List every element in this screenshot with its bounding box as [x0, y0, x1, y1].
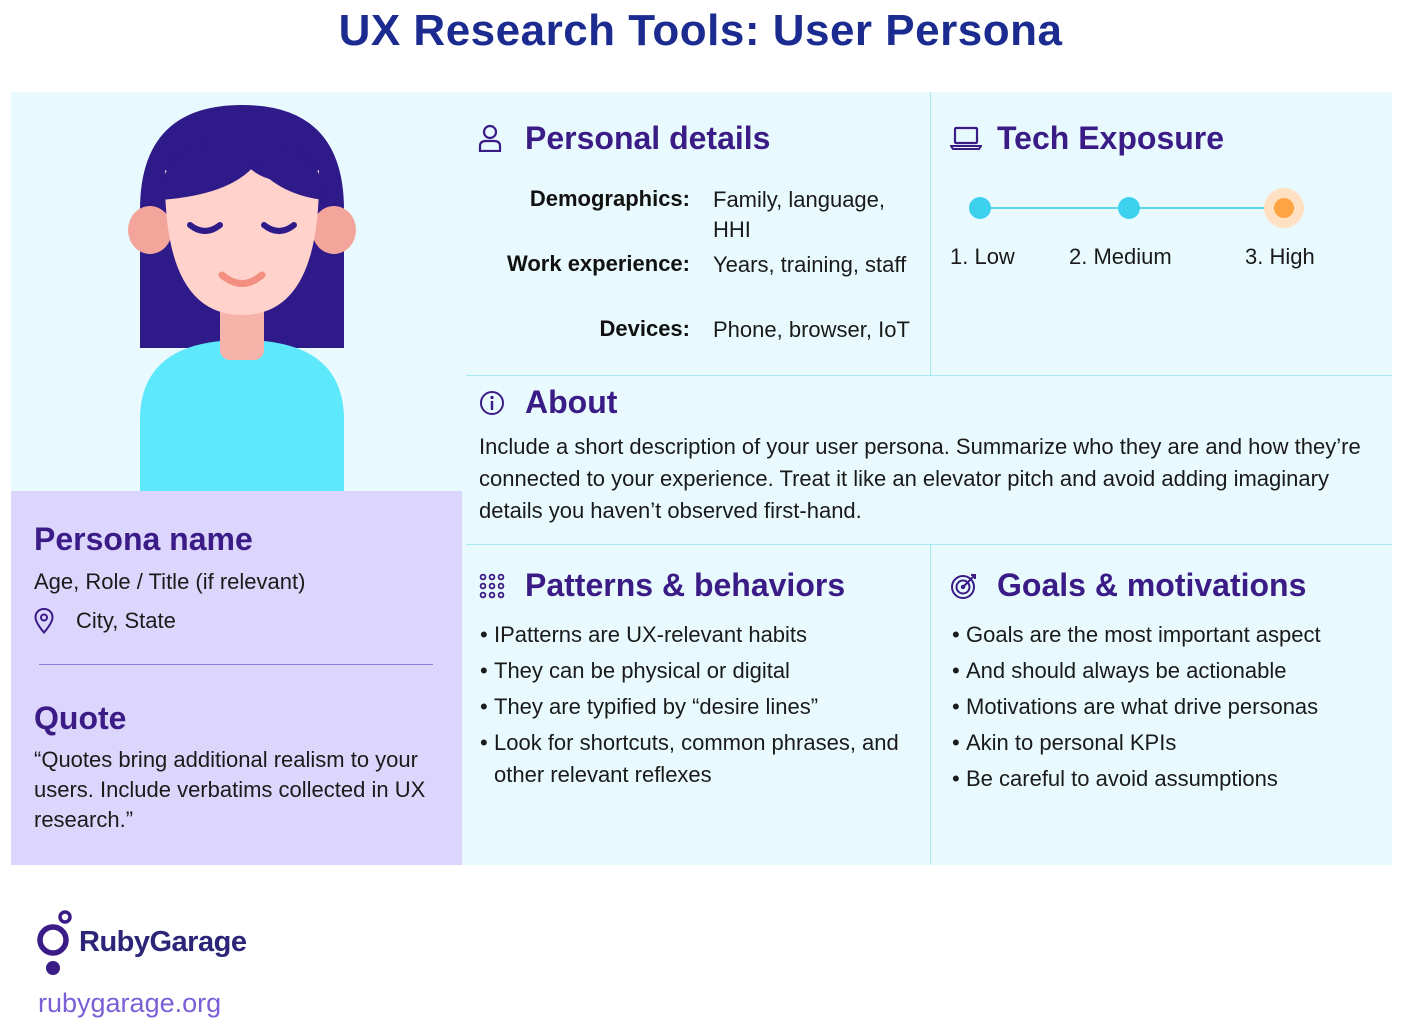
persona-summary-panel: [11, 491, 462, 865]
divider-vertical-bottom: [930, 544, 931, 865]
goals-list: Goals are the most important aspect And …: [952, 619, 1377, 799]
patterns-heading: Patterns & behaviors: [525, 567, 846, 603]
goals-item: Akin to personal KPIs: [952, 727, 1377, 759]
devices-value: Phone, browser, IoT: [713, 317, 910, 342]
user-icon: [478, 124, 502, 152]
demographics-value: Family, language, HHI: [713, 187, 886, 242]
tech-level-label-medium: 2. Medium: [1069, 244, 1172, 269]
page-title: UX Research Tools: User Persona: [338, 6, 1063, 55]
map-pin-icon: [34, 608, 54, 634]
laptop-icon: [950, 126, 982, 150]
persona-name: Persona name: [34, 521, 253, 557]
goals-item: Be careful to avoid assumptions: [952, 763, 1377, 795]
footer-url-link[interactable]: rubygarage.org: [38, 988, 222, 1018]
divider-horizontal-1: [466, 375, 1392, 376]
devices-label: Devices:: [599, 316, 690, 341]
work-experience-label: Work experience:: [506, 251, 690, 276]
personal-details-heading: Personal details: [525, 120, 771, 156]
demographics-label: Demographics:: [529, 186, 690, 211]
tech-level-label-high: 3. High: [1245, 244, 1315, 269]
persona-avatar-illustration: [128, 105, 356, 492]
dot-grid-icon: [479, 573, 505, 599]
divider-vertical-top: [930, 92, 931, 375]
persona-divider: [39, 664, 433, 665]
tech-exposure-heading: Tech Exposure: [997, 120, 1225, 156]
tech-level-label-low: 1. Low: [950, 244, 1015, 269]
patterns-item: They are typified by “desire lines”: [480, 691, 925, 723]
tech-level-dot-medium: [1118, 197, 1140, 219]
patterns-item: They can be physical or digital: [480, 655, 925, 687]
rubygarage-logo-icon[interactable]: [34, 910, 74, 978]
persona-location: City, State: [76, 608, 176, 633]
goals-item: And should always be actionable: [952, 655, 1377, 687]
patterns-item: IPatterns are UX-relevant habits: [480, 619, 925, 651]
about-text: Include a short description of your user…: [479, 434, 1361, 523]
work-experience-value: Years, training, staff: [713, 252, 907, 277]
persona-subtitle: Age, Role / Title (if relevant): [34, 569, 306, 594]
tech-level-dot-low: [969, 197, 991, 219]
about-heading: About: [525, 384, 618, 420]
goals-item: Goals are the most important aspect: [952, 619, 1377, 651]
tech-level-dot-high: [1274, 198, 1294, 218]
quote-text: “Quotes bring additional realism to your…: [34, 747, 426, 832]
quote-heading: Quote: [34, 700, 127, 736]
goals-heading: Goals & motivations: [997, 567, 1307, 603]
brand-name[interactable]: RubyGarage: [79, 926, 247, 958]
info-icon: [480, 391, 504, 415]
patterns-item: Look for shortcuts, common phrases, and …: [480, 727, 925, 791]
goals-item: Motivations are what drive personas: [952, 691, 1377, 723]
target-icon: [951, 574, 976, 599]
divider-horizontal-2: [466, 544, 1392, 545]
patterns-list: IPatterns are UX-relevant habits They ca…: [480, 619, 925, 795]
